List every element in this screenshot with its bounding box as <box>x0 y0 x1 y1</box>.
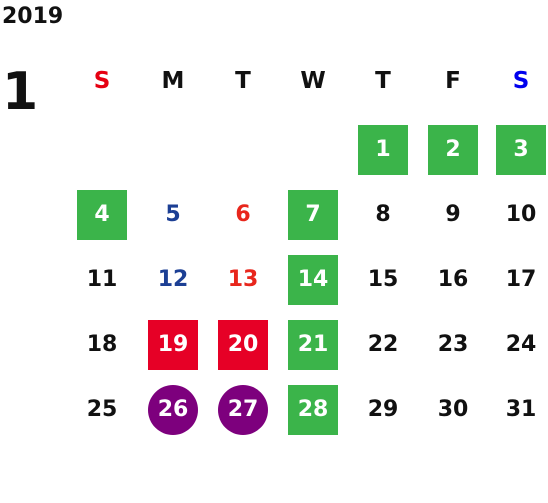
weekday-header-thu: T <box>375 68 391 94</box>
day-cell-28[interactable]: 28 <box>288 385 338 435</box>
weekday-header-mon: M <box>161 68 185 94</box>
day-cell-18[interactable]: 18 <box>86 332 118 357</box>
day-cell-4[interactable]: 4 <box>77 190 127 240</box>
month-number: 1 <box>2 62 39 122</box>
day-cell-23[interactable]: 23 <box>437 332 469 357</box>
weekday-header-tue: T <box>235 68 251 94</box>
day-cell-26[interactable]: 26 <box>148 385 198 435</box>
day-cell-27[interactable]: 27 <box>218 385 268 435</box>
year-label: 2019 <box>2 4 64 29</box>
day-cell-29[interactable]: 29 <box>367 397 399 422</box>
day-cell-25[interactable]: 25 <box>86 397 118 422</box>
day-cell-17[interactable]: 17 <box>505 267 537 292</box>
day-cell-16[interactable]: 16 <box>437 267 469 292</box>
day-cell-20[interactable]: 20 <box>218 320 268 370</box>
day-cell-30[interactable]: 30 <box>437 397 469 422</box>
day-cell-15[interactable]: 15 <box>367 267 399 292</box>
day-cell-22[interactable]: 22 <box>367 332 399 357</box>
day-cell-9[interactable]: 9 <box>445 202 461 227</box>
day-cell-7[interactable]: 7 <box>288 190 338 240</box>
day-cell-31[interactable]: 31 <box>505 397 537 422</box>
weekday-header-wed: W <box>300 68 326 94</box>
weekday-header-sat: S <box>512 68 530 94</box>
day-cell-11[interactable]: 11 <box>86 267 118 292</box>
day-cell-24[interactable]: 24 <box>505 332 537 357</box>
day-cell-14[interactable]: 14 <box>288 255 338 305</box>
day-cell-6[interactable]: 6 <box>235 202 251 227</box>
day-cell-5[interactable]: 5 <box>165 202 181 227</box>
day-cell-12[interactable]: 12 <box>157 267 189 292</box>
day-cell-1[interactable]: 1 <box>358 125 408 175</box>
day-cell-2[interactable]: 2 <box>428 125 478 175</box>
day-cell-10[interactable]: 10 <box>505 202 537 227</box>
day-cell-3[interactable]: 3 <box>496 125 546 175</box>
weekday-header-fri: F <box>445 68 461 94</box>
day-cell-8[interactable]: 8 <box>375 202 391 227</box>
weekday-header-sun: S <box>93 68 111 94</box>
day-cell-21[interactable]: 21 <box>288 320 338 370</box>
day-cell-19[interactable]: 19 <box>148 320 198 370</box>
day-cell-13[interactable]: 13 <box>227 267 259 292</box>
